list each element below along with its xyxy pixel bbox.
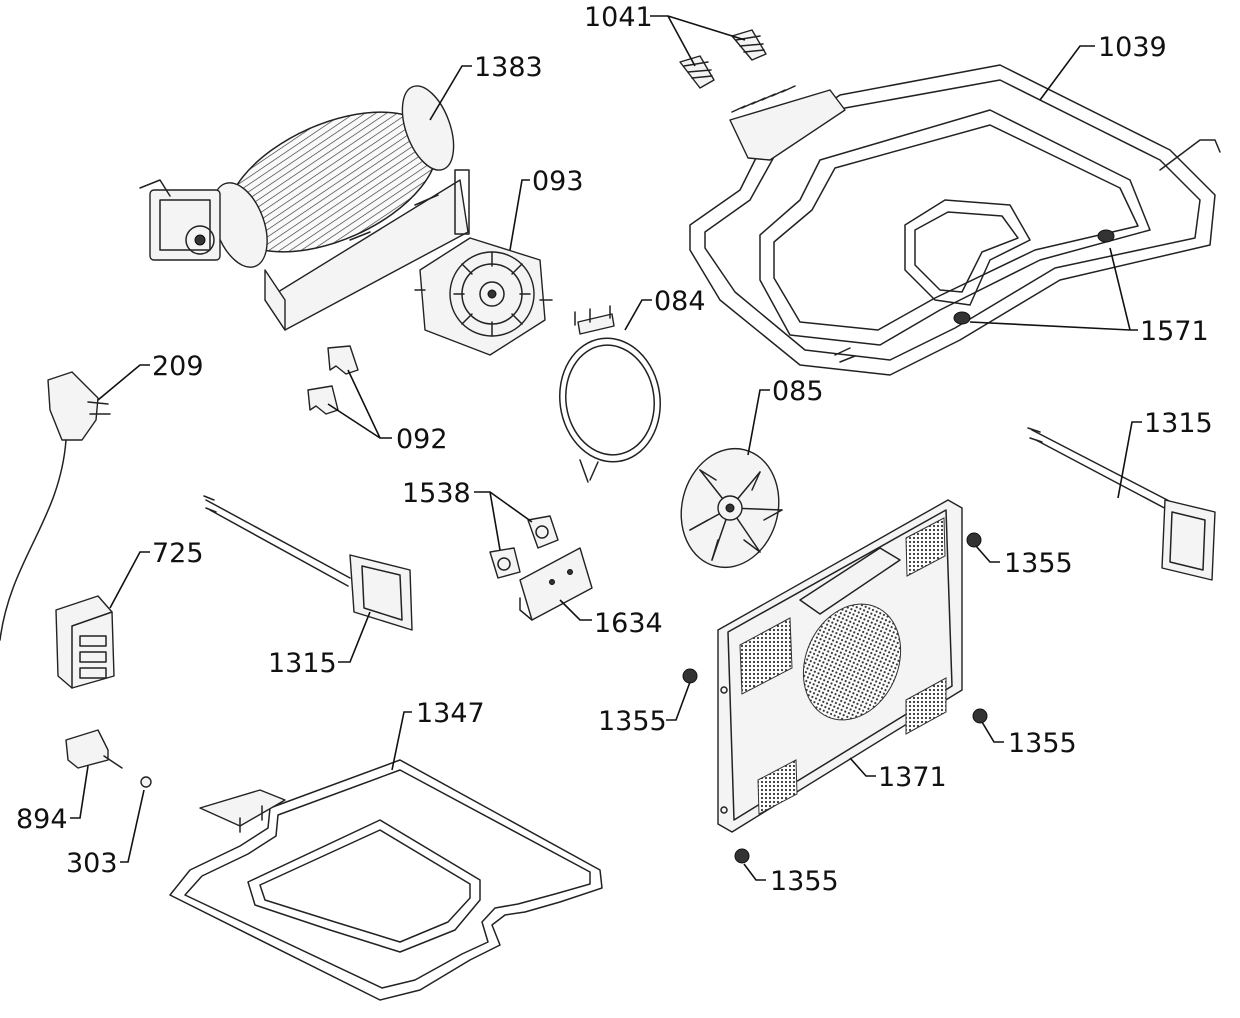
part-725-terminal-block bbox=[55, 595, 115, 689]
part-894-switch bbox=[65, 729, 123, 769]
label-1355-right-top: 1355 bbox=[1004, 548, 1073, 579]
part-092-clips bbox=[307, 345, 359, 415]
part-1039-top-heating-element bbox=[689, 64, 1221, 376]
part-1355-screws bbox=[682, 532, 988, 864]
part-1347-bottom-heating-element bbox=[169, 759, 603, 1001]
label-1347: 1347 bbox=[416, 698, 485, 729]
label-303: 303 bbox=[66, 848, 118, 879]
label-093: 093 bbox=[532, 166, 584, 197]
label-1355-bottom: 1355 bbox=[770, 866, 839, 897]
leader-lines bbox=[70, 15, 1142, 881]
label-1041: 1041 bbox=[584, 2, 653, 33]
label-1371: 1371 bbox=[878, 762, 947, 793]
label-1355-right-bottom: 1355 bbox=[1008, 728, 1077, 759]
label-894: 894 bbox=[16, 804, 68, 835]
label-084: 084 bbox=[654, 286, 706, 317]
label-1039: 1039 bbox=[1098, 32, 1167, 63]
label-725: 725 bbox=[152, 538, 204, 569]
part-1315-right-harness bbox=[1027, 427, 1216, 581]
label-1538: 1538 bbox=[402, 478, 471, 509]
part-093-fan-motor bbox=[414, 237, 553, 356]
label-1315-right: 1315 bbox=[1144, 408, 1213, 439]
label-1634: 1634 bbox=[594, 608, 663, 639]
label-1383: 1383 bbox=[474, 52, 543, 83]
part-labels: 1041 1039 1383 093 084 1571 209 092 085 … bbox=[16, 2, 1213, 897]
part-084-round-element bbox=[558, 305, 662, 483]
label-209: 209 bbox=[152, 351, 204, 382]
part-1538-thermostats bbox=[489, 515, 559, 579]
label-1355-left: 1355 bbox=[598, 706, 667, 737]
part-303-knob-pin bbox=[140, 776, 152, 788]
part-1315-left-harness bbox=[203, 495, 413, 631]
part-085-fan-blade bbox=[680, 447, 783, 569]
label-1315-left: 1315 bbox=[268, 648, 337, 679]
label-092: 092 bbox=[396, 424, 448, 455]
part-1371-rear-panel bbox=[717, 499, 963, 833]
label-085: 085 bbox=[772, 376, 824, 407]
part-209-mains-plug bbox=[0, 371, 111, 641]
part-1383-tangential-fan bbox=[139, 85, 470, 331]
part-1634-bracket bbox=[519, 547, 593, 621]
part-1041-screws bbox=[679, 29, 767, 89]
label-1571: 1571 bbox=[1140, 316, 1209, 347]
